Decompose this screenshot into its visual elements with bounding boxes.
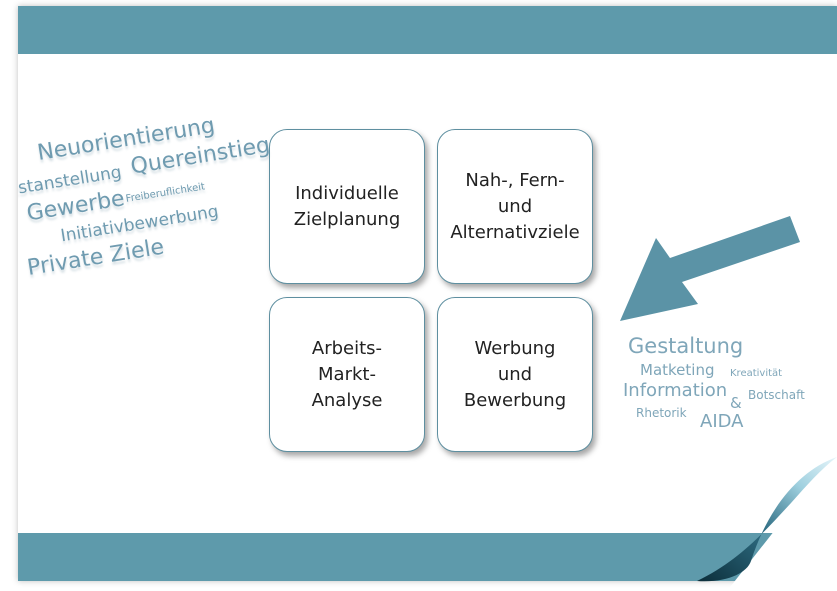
footer-band xyxy=(18,533,837,581)
word-gestaltung: Gestaltung xyxy=(628,334,744,358)
word-private-ziele: Private Ziele xyxy=(25,234,166,281)
box-arbeitsmarkt-analyse: Arbeits- Markt- Analyse xyxy=(269,297,425,452)
box-werbung-bewerbung: Werbung und Bewerbung xyxy=(437,297,593,452)
word-freiberuflichkeit: Freiberuflichkeit xyxy=(125,181,206,205)
box-individuelle-zielplanung: Individuelle Zielplanung xyxy=(269,129,425,284)
word-rhetorik: Rhetorik xyxy=(636,406,687,420)
word-cloud-left: Neuorientierung Festanstellung Quereinst… xyxy=(18,87,335,430)
word-information: Information xyxy=(623,380,728,401)
header-band xyxy=(18,6,837,54)
slide: Individuelle Zielplanung Nah-, Fern- und… xyxy=(18,6,837,581)
box-nah-fern-alternativziele: Nah-, Fern- und Alternativziele xyxy=(437,129,593,284)
word-aida: AIDA xyxy=(700,411,744,432)
page-curl-icon xyxy=(697,451,837,591)
word-und: & xyxy=(730,394,742,412)
word-marketing: Matketing xyxy=(640,361,715,379)
word-kreativitaet: Kreativität xyxy=(730,368,783,379)
arrow-icon xyxy=(620,216,800,321)
word-botschaft: Botschaft xyxy=(748,388,805,402)
